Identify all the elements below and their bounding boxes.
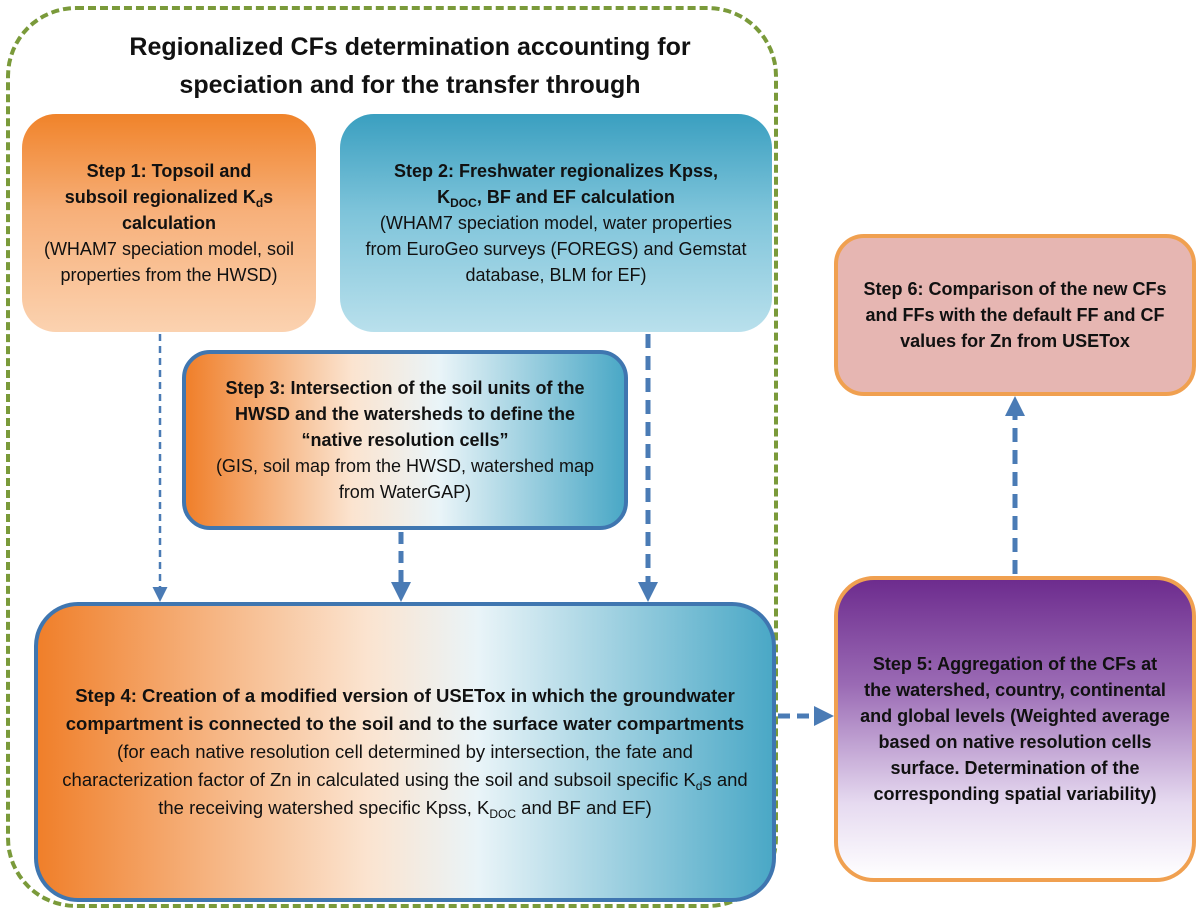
step-5-heading: Step 5: Aggregation of the CFs at the wa… bbox=[860, 654, 1170, 804]
step-1-heading-kd: subsoil regionalized K bbox=[64, 187, 256, 207]
diagram-title: Regionalized CFs determination accountin… bbox=[60, 28, 760, 104]
step-2-heading-line-a: Step 2: Freshwater regionalizes Kpss, bbox=[393, 161, 719, 181]
step-1-heading-line-a: Step 1: Topsoil and bbox=[86, 161, 252, 181]
step-2-body: (WHAM7 speciation model, water propertie… bbox=[365, 213, 747, 285]
step-2-heading-k: K bbox=[437, 187, 451, 207]
step-4-body-a: (for each native resolution cell determi… bbox=[62, 741, 696, 790]
step-3-body: (GIS, soil map from the HWSD, watershed … bbox=[215, 456, 595, 502]
outer-dashed-frame bbox=[6, 6, 778, 908]
step-4-body-b: s and the receiving watershed specific K… bbox=[158, 769, 748, 818]
title-line-2: speciation and for the transfer through bbox=[179, 71, 641, 99]
step-1-box: Step 1: Topsoil and subsoil regionalized… bbox=[22, 114, 316, 332]
step-3-heading: Step 3: Intersection of the soil units o… bbox=[225, 378, 585, 450]
step-1-heading-line-b: subsoil regionalized Kds bbox=[65, 184, 273, 210]
step-2-heading-k-sub: DOC bbox=[450, 196, 477, 210]
step-1-heading: Step 1: Topsoil and subsoil regionalized… bbox=[65, 158, 273, 236]
step-4-body: (for each native resolution cell determi… bbox=[60, 738, 750, 822]
step-1-heading-kd-sub: d bbox=[255, 196, 264, 210]
step-4-body-a-sub: d bbox=[695, 779, 703, 793]
step-4-box: Step 4: Creation of a modified version o… bbox=[34, 602, 776, 902]
step-4-body-c: and BF and EF) bbox=[516, 797, 652, 818]
step-2-heading: Step 2: Freshwater regionalizes Kpss, KD… bbox=[394, 158, 718, 210]
step-2-box: Step 2: Freshwater regionalizes Kpss, KD… bbox=[340, 114, 772, 332]
title-line-1: Regionalized CFs determination accountin… bbox=[129, 33, 691, 61]
step-1-heading-line-c: calculation bbox=[121, 213, 216, 233]
step-4-body-b-sub: DOC bbox=[489, 807, 517, 821]
step-1-heading-kd-tail: s bbox=[263, 187, 274, 207]
step-4-heading: Step 4: Creation of a modified version o… bbox=[65, 685, 745, 734]
step-6-heading: Step 6: Comparison of the new CFs and FF… bbox=[863, 279, 1167, 351]
step-3-box: Step 3: Intersection of the soil units o… bbox=[182, 350, 628, 530]
step-2-heading-k-tail: , BF and EF calculation bbox=[476, 187, 675, 207]
step-5-box: Step 5: Aggregation of the CFs at the wa… bbox=[834, 576, 1196, 882]
step-6-box: Step 6: Comparison of the new CFs and FF… bbox=[834, 234, 1196, 396]
step-1-body: (WHAM7 speciation model, soil properties… bbox=[43, 239, 295, 285]
step-2-heading-line-b: KDOC, BF and EF calculation bbox=[394, 184, 718, 210]
